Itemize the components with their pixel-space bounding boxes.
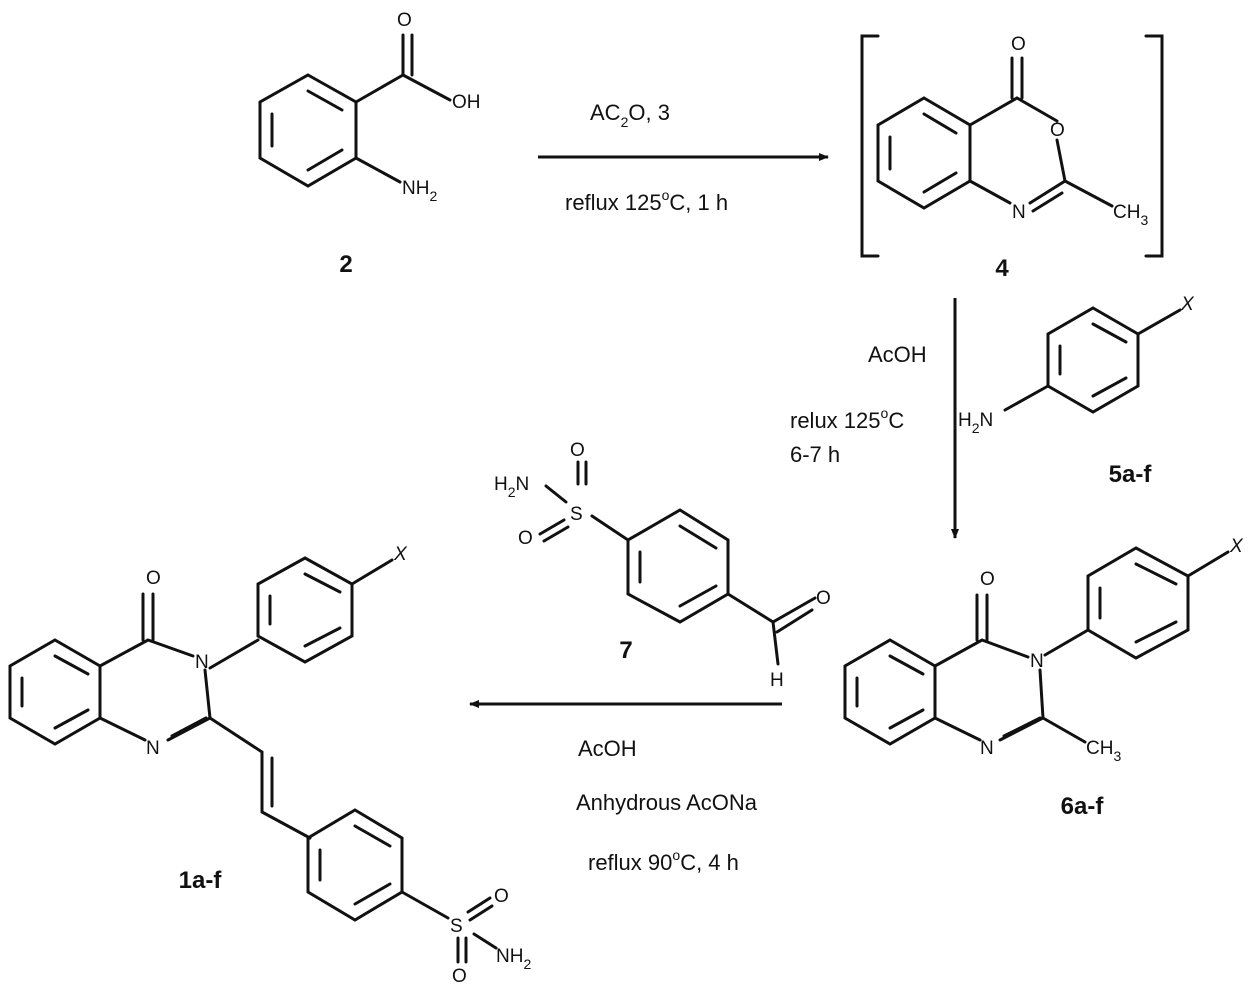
- atom-oh: OH: [452, 92, 481, 113]
- atom-x: X: [1180, 294, 1195, 315]
- compound-label: 6a-f: [1061, 793, 1105, 820]
- atom-o-left: O: [518, 528, 533, 549]
- atom-cho-o: O: [816, 588, 831, 609]
- atom-o-bottom: O: [452, 966, 467, 987]
- compound-label: 7: [619, 637, 632, 664]
- atom-n3: N: [1030, 651, 1044, 672]
- atom-n: N: [1012, 202, 1026, 223]
- step3-conditions: reflux 90oC, 4 h: [588, 847, 739, 875]
- atom-o-top: O: [570, 440, 585, 461]
- step1-reagent: AC2O, 3: [590, 100, 670, 130]
- step2-conditions: relux 125oC: [790, 405, 904, 433]
- atom-s: S: [450, 916, 463, 937]
- compound-4-structure: O O N CH3 4: [860, 34, 1164, 282]
- compound-5-structure: X H2N 5a-f: [958, 294, 1195, 488]
- atom-ch3: CH3: [1113, 202, 1148, 228]
- compound-7-structure: H2N S O O O H 7: [494, 440, 831, 691]
- step2-time: 6-7 h: [790, 442, 840, 467]
- atom-o-top: O: [494, 886, 509, 907]
- compound-label: 2: [339, 251, 352, 278]
- step3-reagent2: Anhydrous AcONa: [576, 790, 758, 815]
- atom-h2n: H2N: [494, 474, 529, 500]
- atom-s: S: [570, 504, 583, 525]
- atom-x: X: [393, 544, 408, 565]
- atom-cho-h: H: [770, 670, 784, 691]
- atom-n1: N: [146, 738, 160, 759]
- compound-2-structure: O OH NH2 2: [258, 10, 481, 278]
- step3-reagent1: AcOH: [578, 736, 637, 761]
- atom-o: O: [1011, 34, 1026, 55]
- compound-label: 5a-f: [1109, 461, 1153, 488]
- atom-nh2: NH2: [496, 946, 531, 972]
- atom-ring-o: O: [1050, 120, 1065, 141]
- compound-6-structure: O N N CH3 X 6a-f: [843, 536, 1244, 820]
- atom-ch3: CH3: [1086, 738, 1121, 764]
- atom-h2n: H2N: [958, 410, 993, 436]
- atom-o: O: [146, 568, 161, 589]
- compound-1-structure: O N N X S O O NH2 1a-f: [8, 544, 531, 987]
- atom-n3: N: [195, 652, 209, 673]
- atom-o: O: [397, 10, 412, 31]
- compound-label: 4: [995, 255, 1009, 282]
- atom-o: O: [980, 569, 995, 590]
- compound-label: 1a-f: [179, 867, 223, 894]
- atom-nh: NH2: [402, 178, 437, 204]
- atom-n1: N: [980, 738, 994, 759]
- atom-x: X: [1229, 536, 1244, 557]
- step1-conditions: reflux 125oC, 1 h: [565, 187, 728, 215]
- step2-reagent: AcOH: [868, 342, 927, 367]
